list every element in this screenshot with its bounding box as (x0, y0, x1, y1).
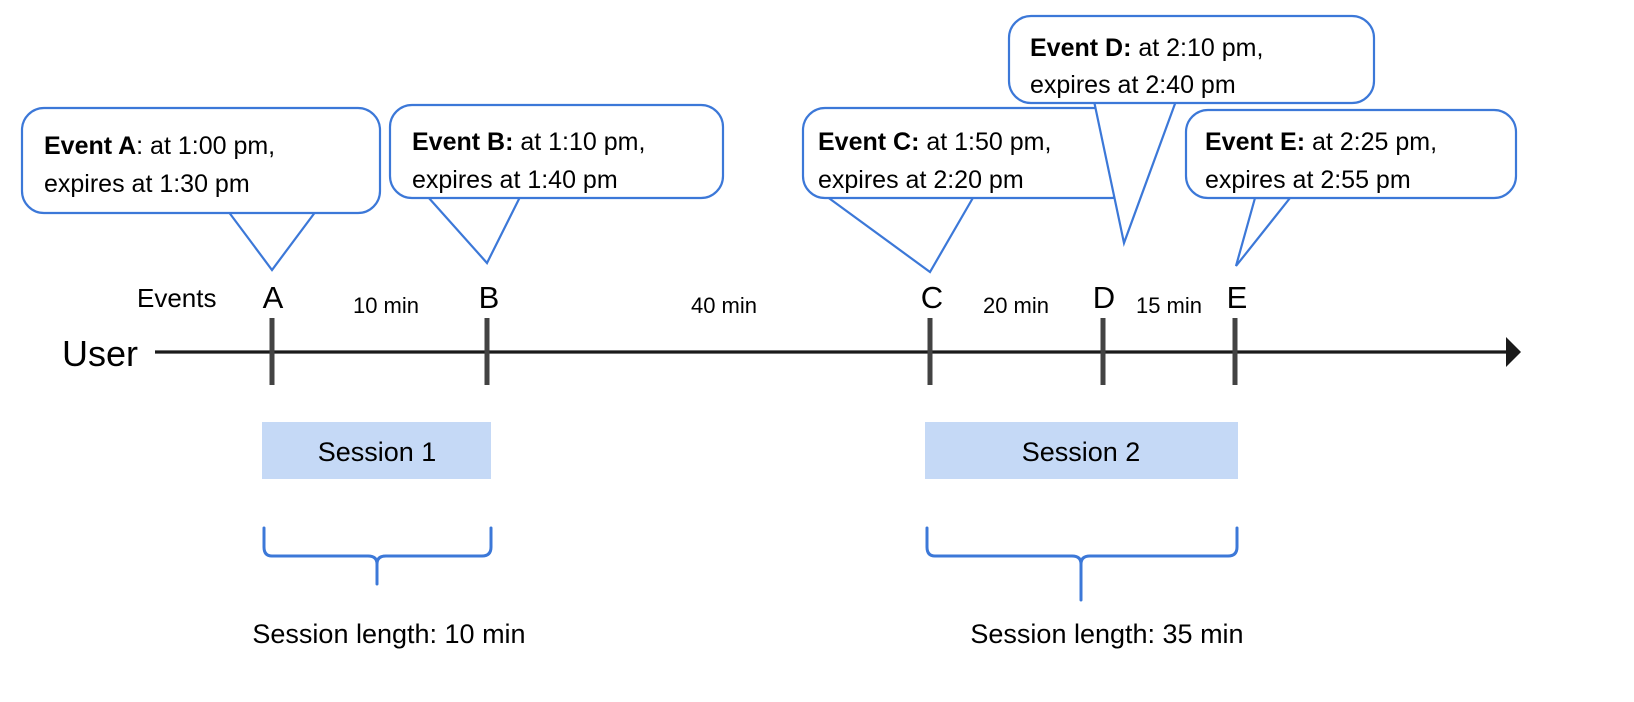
callout-a-line1: Event A: at 1:00 pm, (44, 132, 275, 160)
callout-e-tail (1234, 196, 1293, 267)
event-letter-c: C (921, 280, 943, 315)
callout-e-box (1184, 108, 1518, 200)
callout-d-line1: Event D: at 2:10 pm, (1030, 34, 1263, 62)
callout-d-line2: expires at 2:40 pm (1030, 71, 1236, 99)
callout-b-lead: Event B: (412, 128, 513, 156)
callout-b-line2: expires at 1:40 pm (412, 166, 618, 194)
event-letter-e: E (1227, 280, 1248, 315)
callout-event-d[interactable]: Event D: at 2:10 pm, expires at 2:40 pm (1007, 14, 1376, 247)
callout-a-time: at 1:00 pm, (143, 132, 275, 160)
session-1-length: Session length: 10 min (252, 619, 525, 649)
callout-c-lead: Event C: (818, 128, 919, 156)
events-row-label: Events (137, 283, 217, 313)
callout-c-line1: Event C: at 1:50 pm, (818, 128, 1051, 156)
event-letter-b: B (479, 280, 500, 315)
callout-c-time: at 1:50 pm, (919, 128, 1051, 156)
session-1-block[interactable]: Session 1 (262, 422, 491, 479)
callout-e-line2: expires at 2:55 pm (1205, 166, 1411, 194)
callout-a-lead: Event A (44, 132, 136, 160)
callout-b-tail (425, 195, 522, 265)
session-2-label: Session 2 (1022, 437, 1141, 467)
callout-b-box (388, 103, 725, 200)
callout-e-lead: Event E: (1205, 128, 1305, 156)
gap-label-b-c: 40 min (691, 293, 757, 318)
callout-event-e[interactable]: Event E: at 2:25 pm, expires at 2:55 pm (1184, 108, 1518, 267)
callout-a-tail (225, 209, 319, 272)
user-row-label: User (62, 333, 138, 374)
callout-c-line2: expires at 2:20 pm (818, 166, 1024, 194)
callout-a-box (20, 106, 382, 215)
session-1-rect (262, 422, 491, 479)
timeline-arrowhead (1506, 337, 1521, 367)
callout-c-tail (822, 194, 976, 274)
session-2-block[interactable]: Session 2 (925, 422, 1238, 479)
gap-label-a-b: 10 min (353, 293, 419, 318)
callout-d-box (1007, 14, 1376, 105)
gap-label-d-e: 15 min (1136, 293, 1202, 318)
session-1-label: Session 1 (318, 437, 437, 467)
callout-b-time: at 1:10 pm, (513, 128, 645, 156)
callout-b-line1: Event B: at 1:10 pm, (412, 128, 645, 156)
callout-event-b[interactable]: Event B: at 1:10 pm, expires at 1:40 pm (388, 103, 725, 265)
session-2-brace (925, 526, 1239, 602)
session-2-length: Session length: 35 min (970, 619, 1243, 649)
gap-label-c-d: 20 min (983, 293, 1049, 318)
session-1-brace (262, 526, 493, 586)
callout-event-a[interactable]: Event A: at 1:00 pm, expires at 1:30 pm (20, 106, 382, 272)
callout-e-time: at 2:25 pm, (1305, 128, 1437, 156)
session-2-rect (925, 422, 1238, 479)
callout-a-line2: expires at 1:30 pm (44, 170, 250, 198)
callout-e-line1: Event E: at 2:25 pm, (1205, 128, 1437, 156)
callout-d-lead: Event D: (1030, 34, 1131, 62)
callout-event-c[interactable]: Event C: at 1:50 pm, expires at 2:20 pm (801, 106, 1135, 274)
callout-a-separator: : (136, 132, 143, 160)
event-letter-d: D (1093, 280, 1115, 315)
callout-d-time: at 2:10 pm, (1131, 34, 1263, 62)
event-letter-a: A (263, 280, 284, 315)
